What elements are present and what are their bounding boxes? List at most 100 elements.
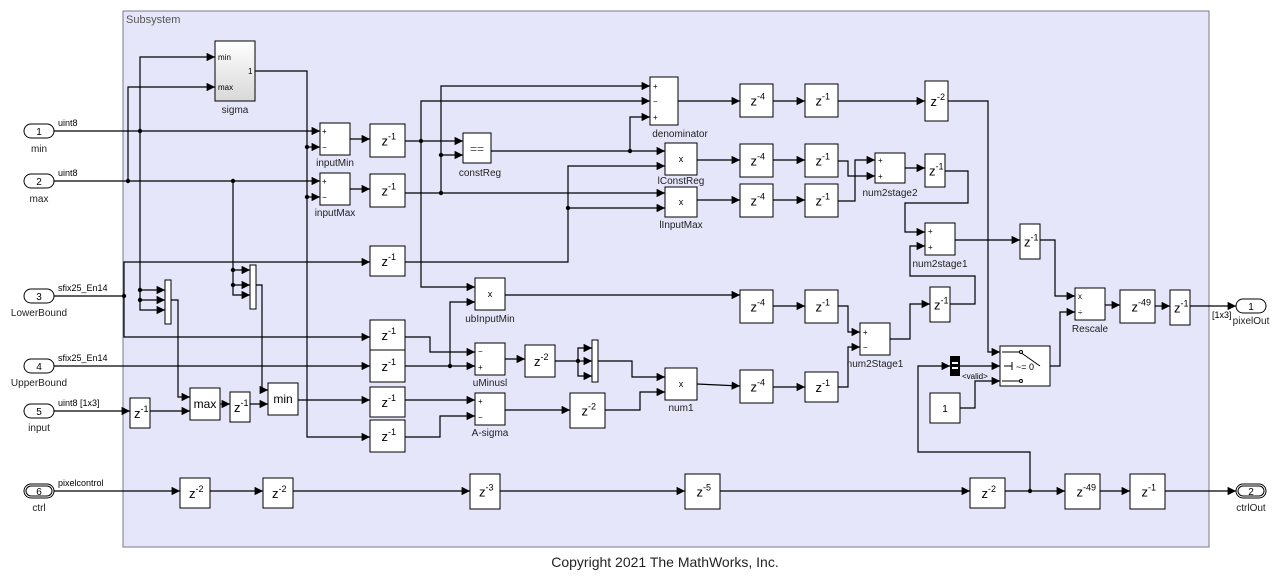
- signal-line: [139, 52, 215, 131]
- bus-selector-valid[interactable]: <valid>: [950, 356, 988, 381]
- unit-delay-block[interactable]: z-1: [369, 123, 406, 158]
- signal-line: [838, 160, 875, 181]
- unit-delay-block[interactable]: z-4: [739, 83, 774, 118]
- unit-delay-block[interactable]: z-1: [929, 286, 951, 323]
- block-label: num1: [668, 403, 693, 414]
- block-label: ubInputMin: [465, 314, 514, 325]
- delay-label: z-4: [751, 192, 766, 209]
- unit-delay-block[interactable]: z-1: [1019, 223, 1041, 260]
- unit-delay-block[interactable]: z-4: [739, 369, 774, 404]
- branch-point: [627, 148, 633, 154]
- max-block[interactable]: max: [189, 387, 221, 421]
- unit-delay-block[interactable]: z-1: [129, 397, 151, 429]
- delay-label: z-1: [1024, 233, 1039, 250]
- delay-label: z-1: [816, 152, 831, 169]
- subsystem-label: Subsystem: [126, 14, 180, 26]
- branch-point: [137, 128, 143, 134]
- unit-delay-block[interactable]: z-1: [369, 319, 406, 351]
- constreg-compare[interactable]: == constReg: [459, 132, 501, 179]
- block-label: lInputMax: [659, 220, 702, 231]
- mux-lowerbound[interactable]: [164, 279, 172, 325]
- signal-line: [577, 361, 592, 381]
- unit-delay-block[interactable]: z-1: [804, 371, 839, 403]
- unit-delay-block[interactable]: z-2: [969, 477, 1006, 509]
- denominator-sum[interactable]: + − + denominator: [649, 76, 708, 140]
- inport-number: 4: [36, 362, 42, 373]
- unit-delay-block[interactable]: z-2: [179, 477, 211, 509]
- signal-line: [598, 360, 665, 382]
- min-block[interactable]: min: [267, 382, 299, 416]
- unit-delay-block[interactable]: z-49: [1064, 473, 1101, 510]
- block-label: num2stage1: [912, 259, 967, 270]
- inport-label: min: [31, 144, 47, 155]
- constant-one-block[interactable]: 1: [929, 392, 961, 424]
- unit-delay-block[interactable]: z-1: [229, 391, 251, 423]
- unit-delay-block[interactable]: z-1: [1129, 473, 1166, 510]
- inport-ctrl[interactable]: 6 ctrl pixelcontrol: [23, 478, 104, 514]
- switch-block[interactable]: ~= 0: [999, 345, 1051, 387]
- unit-delay-block[interactable]: z-1: [1169, 289, 1191, 326]
- unit-delay-block[interactable]: z-1: [924, 153, 946, 188]
- unit-delay-block[interactable]: z-1: [369, 349, 406, 383]
- unit-delay-block[interactable]: z-5: [684, 473, 721, 510]
- outport-pixelout[interactable]: 1 pixelOut [1x3]: [1212, 298, 1270, 327]
- unit-delay-block[interactable]: z-1: [804, 143, 839, 178]
- unit-delay-block[interactable]: z-4: [739, 143, 774, 178]
- signal-line: [420, 96, 650, 141]
- mux-difference[interactable]: [591, 339, 599, 383]
- sigma-block[interactable]: min max 1 sigma: [214, 40, 256, 116]
- inport-lowerbound[interactable]: 3 LowerBound sfix25_En14: [11, 283, 108, 319]
- outport-ctrlout[interactable]: 2 ctrlOut: [1235, 483, 1267, 514]
- unit-delay-block[interactable]: z-4: [739, 183, 774, 218]
- unit-delay-block[interactable]: z-1: [369, 386, 406, 418]
- sign: −: [322, 143, 327, 152]
- rescale-divide[interactable]: x ÷ Rescale: [1072, 287, 1109, 335]
- unit-delay-block[interactable]: z-2: [569, 392, 606, 429]
- inport-upperbound[interactable]: 4 UpperBound sfix25_En14: [11, 353, 108, 389]
- unit-delay-block[interactable]: z-1: [804, 183, 839, 218]
- unit-delay-block[interactable]: z-1: [369, 173, 406, 208]
- uminusl-sum[interactable]: − + uMinusl: [473, 342, 507, 389]
- delay-label: z-49: [1132, 298, 1152, 315]
- signal-line: [405, 161, 665, 263]
- delay-label: z-1: [1174, 299, 1189, 316]
- signal-line: [405, 336, 475, 357]
- unit-delay-block[interactable]: z-3: [469, 473, 501, 510]
- unit-delay-block[interactable]: z-2: [924, 80, 949, 122]
- unit-delay-block[interactable]: z-1: [369, 245, 406, 277]
- signal-label: <valid>: [962, 372, 988, 381]
- sign: −: [322, 193, 327, 202]
- inputmin-sum[interactable]: + − inputMin: [316, 122, 354, 169]
- num2stage2-sum[interactable]: + + num2stage2: [862, 152, 918, 199]
- unit-delay-block[interactable]: z-49: [1119, 289, 1156, 324]
- inputmax-sum[interactable]: + − inputMax: [315, 172, 356, 219]
- unit-delay-block[interactable]: z-1: [804, 83, 839, 118]
- unit-delay-block[interactable]: z-1: [804, 289, 839, 324]
- port-label: max: [218, 83, 233, 92]
- delay-label: z-1: [382, 393, 397, 410]
- signal-line: [917, 361, 1031, 491]
- sign: x: [1078, 292, 1082, 301]
- inport-min[interactable]: 1 min uint8: [23, 118, 78, 155]
- branch-point: [418, 138, 424, 144]
- outport-label: pixelOut: [1233, 316, 1270, 327]
- num2stage1-sum[interactable]: + + num2stage1: [912, 222, 968, 270]
- num2stage1-lower-sum[interactable]: + − num2Stage1: [847, 322, 904, 370]
- lconstreg-product[interactable]: x lConstReg: [658, 142, 705, 187]
- a-sigma-sum[interactable]: + − A-sigma: [472, 392, 509, 439]
- unit-delay-block[interactable]: z-2: [524, 344, 556, 378]
- linputmax-product[interactable]: x lInputMax: [659, 186, 703, 231]
- ubinputmin-product[interactable]: x ubInputMin: [465, 277, 515, 325]
- unit-delay-block[interactable]: z-2: [262, 477, 294, 509]
- unit-delay-block[interactable]: z-4: [739, 289, 774, 324]
- inport-input[interactable]: 5 input uint8 [1x3]: [23, 398, 100, 434]
- mux-upperbound[interactable]: [249, 264, 257, 310]
- inport-max[interactable]: 2 max uint8: [23, 168, 78, 205]
- branch-point: [121, 293, 127, 299]
- unit-delay-block[interactable]: z-1: [369, 419, 406, 453]
- inport-label: LowerBound: [11, 308, 67, 319]
- branch-point: [447, 363, 453, 369]
- num1-product[interactable]: x num1: [664, 367, 698, 414]
- delay-label: z-1: [929, 162, 944, 179]
